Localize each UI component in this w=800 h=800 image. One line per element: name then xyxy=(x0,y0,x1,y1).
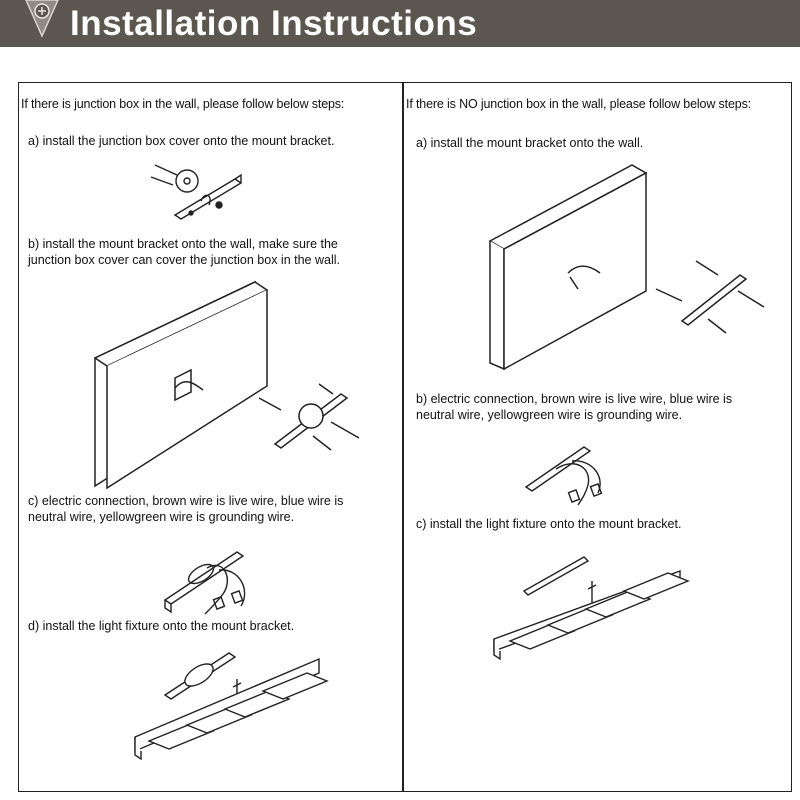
wall-with-junction-box-illustration xyxy=(91,278,381,488)
right-step-b-line2: neutral wire, yellowgreen wire is ground… xyxy=(416,408,683,422)
right-step-a-line1: a) install the mount bracket onto the wa… xyxy=(416,136,644,150)
wall-with-bracket-illustration xyxy=(486,163,786,373)
right-step-b-line1: b) electric connection, brown wire is li… xyxy=(416,392,733,406)
right-panel: If there is NO junction box in the wall,… xyxy=(403,82,792,792)
right-heading: If there is NO junction box in the wall,… xyxy=(406,97,751,111)
left-step-b-line2: junction box cover can cover the junctio… xyxy=(28,253,340,267)
light-fixture-mount-illustration xyxy=(129,645,339,785)
left-step-a-line1: a) install the junction box cover onto t… xyxy=(28,134,335,148)
left-panel: If there is junction box in the wall, pl… xyxy=(18,82,403,792)
left-heading: If there is junction box in the wall, pl… xyxy=(21,97,345,111)
left-step-b-line1: b) install the mount bracket onto the wa… xyxy=(28,237,338,251)
junction-cover-bracket-illustration xyxy=(147,155,247,225)
left-step-c-line1: c) electric connection, brown wire is li… xyxy=(28,494,344,508)
header-bar: Installation Instructions xyxy=(0,0,800,47)
light-fixture-mount-illustration-right xyxy=(488,551,698,681)
pin-icon xyxy=(25,0,59,38)
wire-connection-illustration-right xyxy=(522,435,622,515)
right-step-c-line1: c) install the light fixture onto the mo… xyxy=(416,517,682,531)
left-step-c-line2: neutral wire, yellowgreen wire is ground… xyxy=(28,510,295,524)
left-step-d-line1: d) install the light fixture onto the mo… xyxy=(28,619,295,633)
page-title: Installation Instructions xyxy=(70,4,478,43)
wire-connection-illustration xyxy=(159,538,279,618)
